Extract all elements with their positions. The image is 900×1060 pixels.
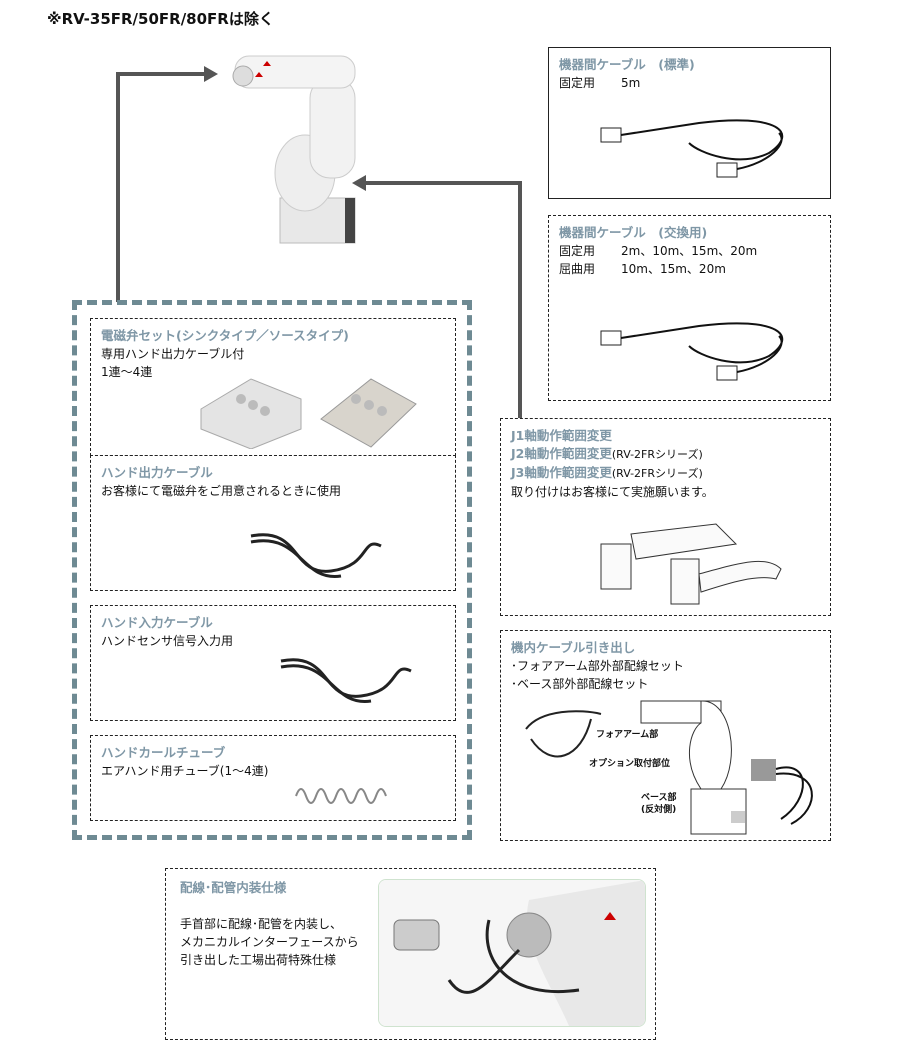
solenoid-valve-image	[200, 378, 417, 449]
stopper-parts-image	[600, 523, 782, 605]
box-text: 手首部に配線･配管を内装し、	[180, 917, 343, 931]
base-label: ベース部	[641, 793, 677, 803]
arrow-line	[362, 181, 522, 185]
box-text: エアハンド用チューブ(1〜4連)	[101, 764, 269, 778]
box-text: メカニカルインターフェースから	[180, 935, 359, 949]
standard-cable-box: 機器間ケーブル (標準) 固定用 5m	[548, 47, 831, 199]
hand-options-group	[72, 300, 472, 840]
robot-image	[232, 55, 356, 244]
row-label: 屈曲用	[559, 262, 596, 276]
arrow-line	[116, 74, 120, 302]
arrow-head-icon	[352, 175, 366, 191]
series-note: (RV-2FRシリーズ)	[611, 448, 703, 461]
box-text: 取り付けはお客様にて実施願います。	[511, 485, 714, 499]
arrow-line	[116, 72, 208, 76]
box-title: ハンド入力ケーブル	[101, 615, 213, 630]
internal-wiring-diagram	[525, 700, 813, 835]
cable-image	[600, 119, 784, 178]
internal-cable-box: 機内ケーブル引き出し ･フォアアーム部外部配線セット ･ベース部外部配線セット …	[500, 630, 831, 841]
row-value: 2m、10m、15m、20m	[621, 244, 758, 258]
box-title: ハンドカールチューブ	[101, 745, 226, 760]
row-value: 10m、15m、20m	[621, 262, 726, 276]
box-title: 機器間ケーブル (交換用)	[559, 225, 708, 240]
box-title: J1軸動作範囲変更	[511, 428, 612, 443]
box-title: J2軸動作範囲変更	[511, 446, 612, 461]
hand-curl-tube-box: ハンドカールチューブ エアハンド用チューブ(1〜4連)	[90, 735, 456, 821]
row-label: 固定用	[559, 244, 596, 258]
hand-output-cable-box: ハンド出力ケーブル お客様にて電磁弁をご用意されるときに使用	[90, 455, 456, 591]
solenoid-valve-box: 電磁弁セット(シンクタイプ／ソースタイプ) 専用ハンド出力ケーブル付 1連〜4連	[90, 318, 456, 456]
note: ※RV-35FR/50FR/80FRは除く	[47, 10, 274, 28]
base-sub-label: (反対側)	[641, 805, 677, 815]
box-title: 機内ケーブル引き出し	[511, 640, 636, 655]
series-note: (RV-2FRシリーズ)	[611, 467, 703, 480]
box-title: 電磁弁セット(シンクタイプ／ソースタイプ)	[101, 328, 349, 343]
row-value: 5m	[621, 76, 641, 90]
exchange-cable-box: 機器間ケーブル (交換用) 固定用 2m、10m、15m、20m 屈曲用 10m、1…	[548, 215, 831, 401]
curl-tube-image	[295, 788, 387, 804]
internal-wiring-spec-box: 配線･配管内装仕様 手首部に配線･配管を内装し、 メカニカルインターフェースから…	[165, 868, 656, 1040]
forearm-label: フォアアーム部	[596, 730, 659, 740]
box-text: お客様にて電磁弁をご用意されるときに使用	[101, 484, 342, 498]
box-text: ･ベース部外部配線セット	[511, 677, 649, 691]
box-text: 専用ハンド出力ケーブル付	[101, 347, 245, 361]
arrow-line	[518, 181, 522, 418]
cable-image	[600, 322, 784, 381]
box-text: ･フォアアーム部外部配線セット	[511, 659, 684, 673]
box-text: ハンドセンサ信号入力用	[101, 634, 234, 648]
option-label: オプション取付部位	[589, 759, 671, 769]
hand-input-cable-box: ハンド入力ケーブル ハンドセンサ信号入力用	[90, 605, 456, 721]
cable-image	[280, 658, 412, 703]
arrow-head-icon	[204, 66, 218, 82]
box-title: 機器間ケーブル (標準)	[559, 57, 695, 72]
box-text: 引き出した工場出荷特殊仕様	[180, 953, 337, 967]
box-text: 1連〜4連	[101, 365, 153, 379]
range-change-box: J1軸動作範囲変更 J2軸動作範囲変更(RV-2FRシリーズ) J3軸動作範囲変…	[500, 418, 831, 616]
box-title: ハンド出力ケーブル	[101, 465, 213, 480]
wrist-photo	[378, 879, 646, 1027]
box-title: J3軸動作範囲変更	[511, 465, 612, 480]
row-label: 固定用	[559, 76, 596, 90]
box-title: 配線･配管内装仕様	[180, 880, 287, 895]
cable-image	[250, 533, 382, 578]
